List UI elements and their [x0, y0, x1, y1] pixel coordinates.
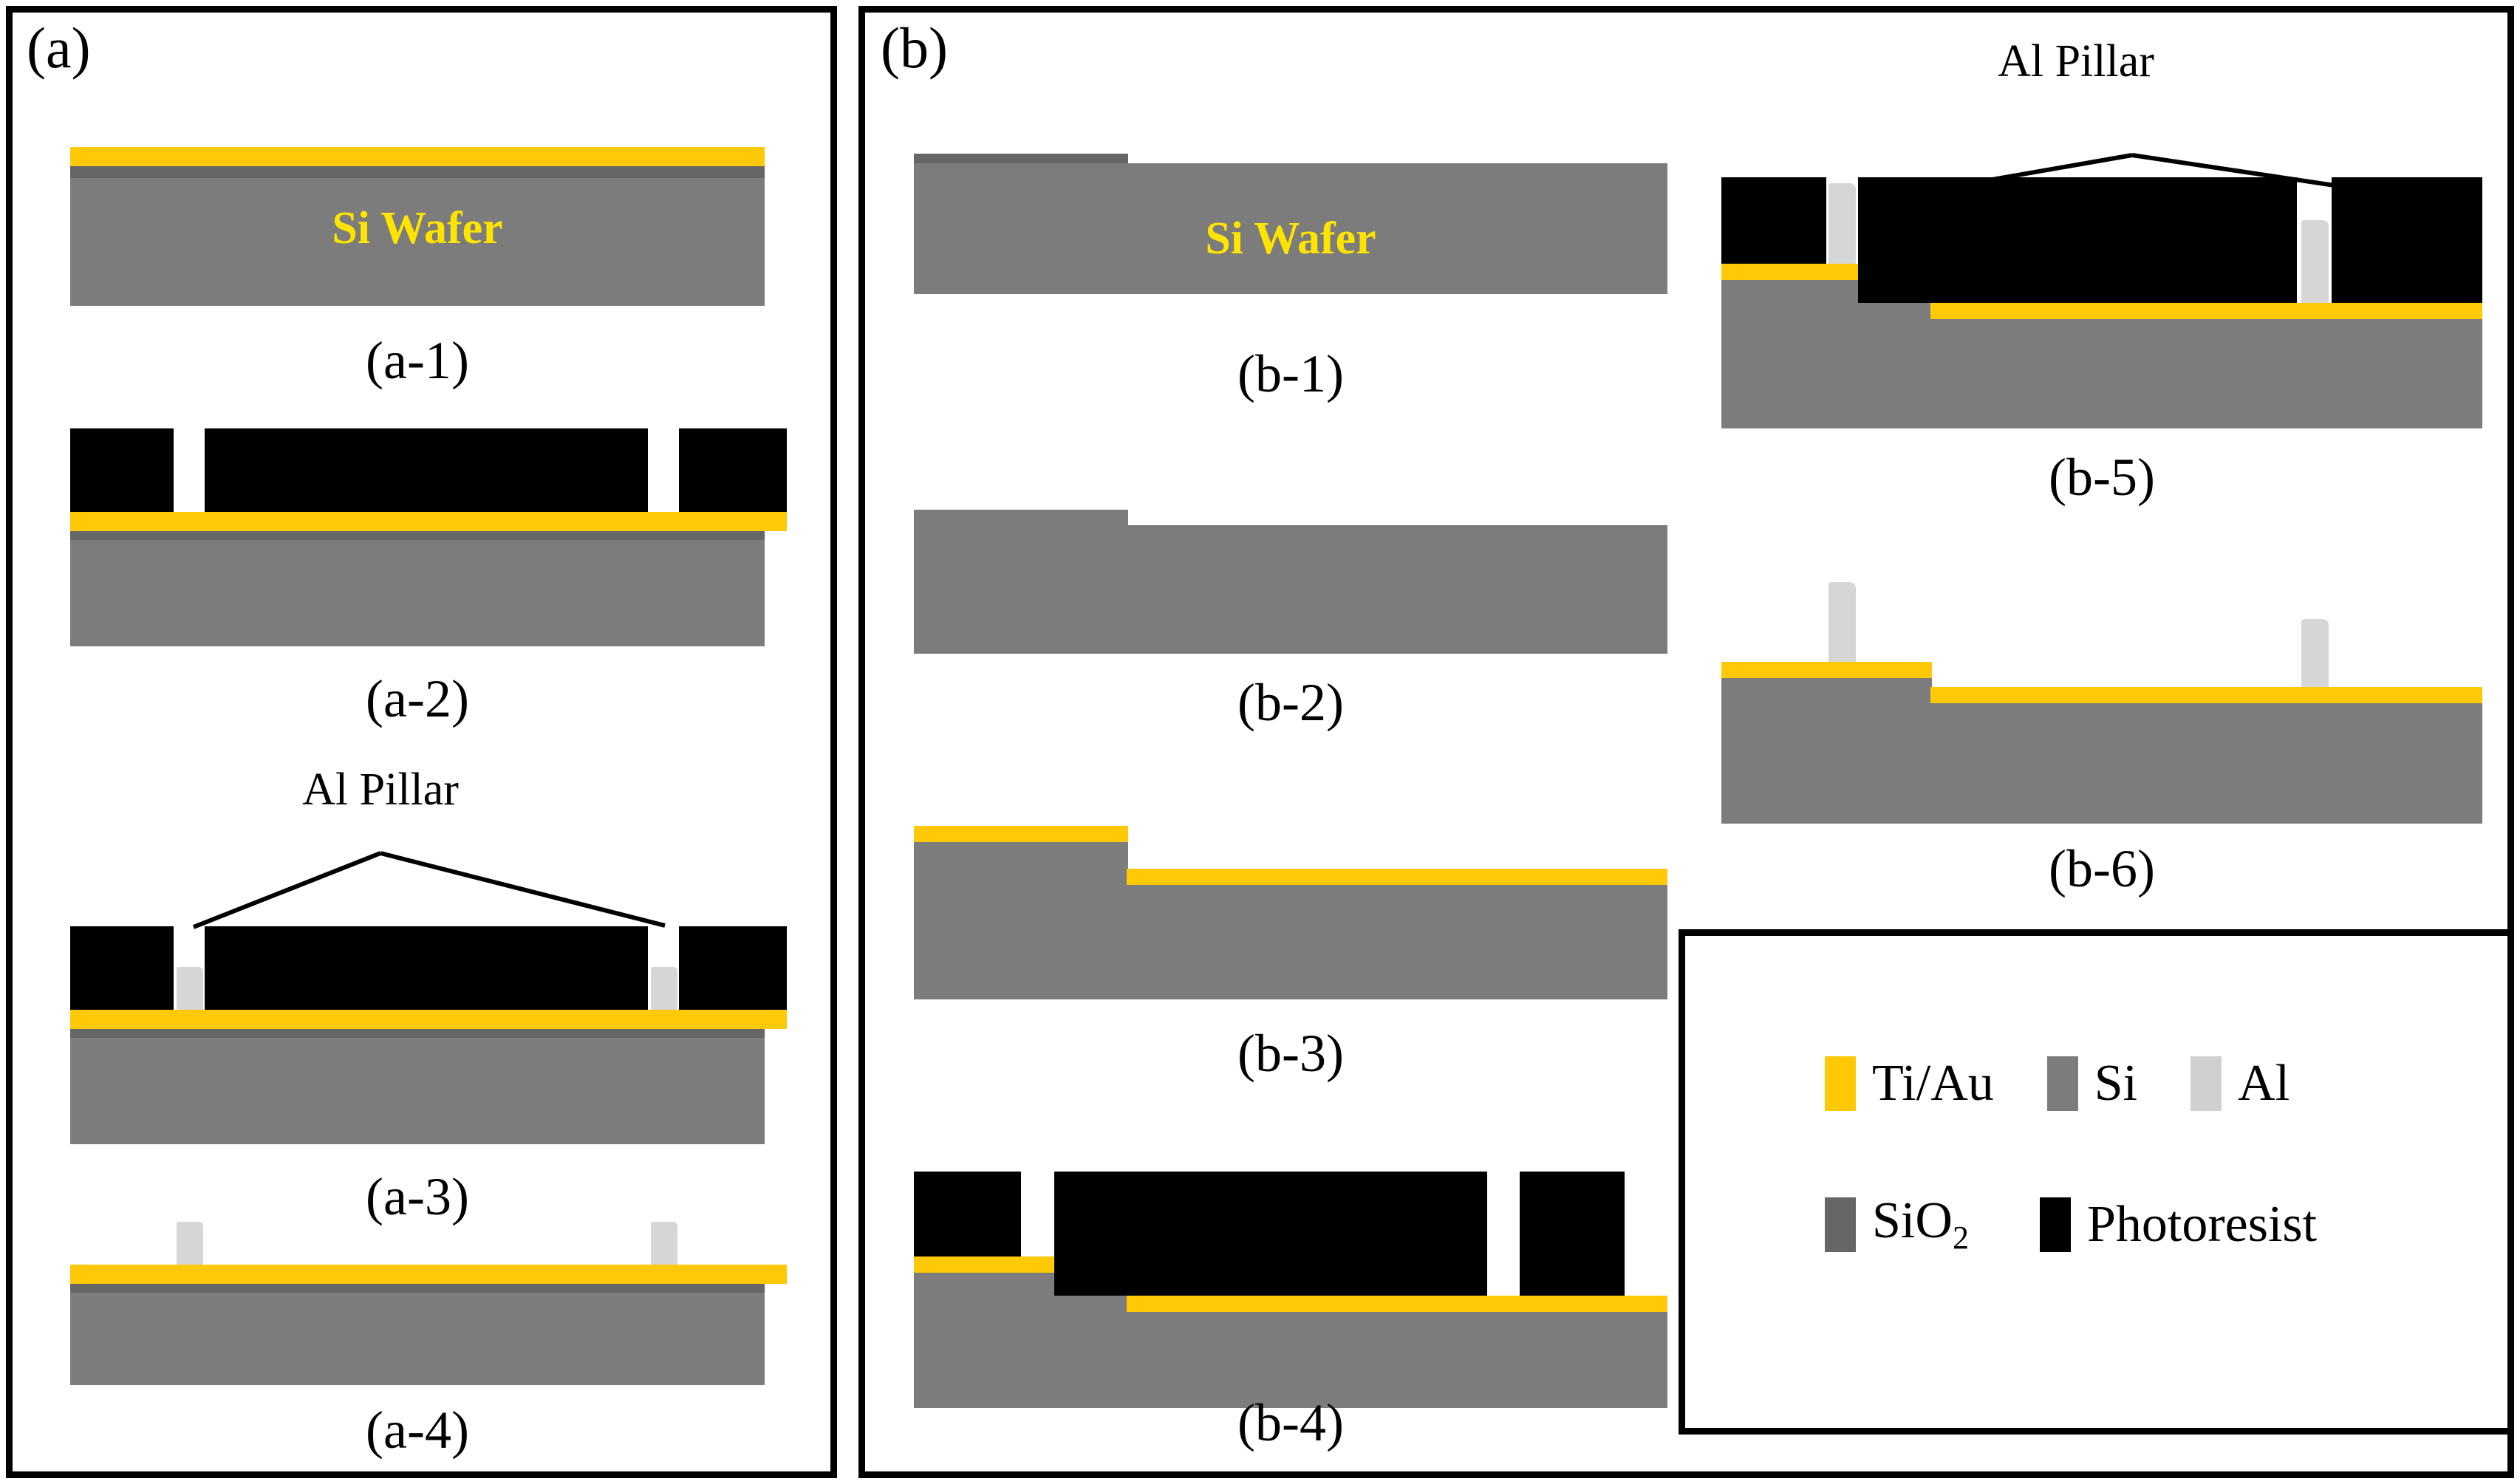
layer-tiau-b3-upper [914, 826, 1128, 842]
stack-a-1 [70, 147, 765, 306]
layer-tiau-b4-lower [1127, 1296, 1667, 1312]
caption-a-4: (a-4) [366, 1401, 469, 1460]
photoresist-block-a3-right [679, 926, 787, 1010]
al-pillar-leader-a3 [192, 851, 666, 929]
layer-tiau-a2 [70, 512, 787, 531]
legend-swatch-sio2 [1825, 1197, 1856, 1252]
photoresist-block-b5-right [2332, 177, 2482, 303]
photoresist-block-a2-center [205, 428, 648, 512]
legend-label-sio2-base: SiO [1872, 1192, 1953, 1249]
stack-a-2 [70, 428, 809, 646]
photoresist-block-b4-left [914, 1172, 1021, 1256]
legend-row-1: Ti/Au Si Al [1825, 1056, 2343, 1111]
layer-si-a4 [70, 1284, 765, 1385]
caption-b-5: (b-5) [2049, 448, 2155, 507]
layer-sio2-a4 [70, 1284, 765, 1293]
legend-item-sio2: SiO2 [1825, 1195, 1969, 1254]
legend-label-sio2: SiO2 [1872, 1195, 1969, 1254]
layer-tiau-b6-lower [1930, 687, 2482, 703]
layer-tiau-a3 [70, 1010, 787, 1029]
si-wafer-label-b1: Si Wafer [1205, 213, 1376, 264]
layer-sio2-b1 [914, 154, 1128, 163]
legend-swatch-photoresist [2039, 1197, 2071, 1252]
layer-sio2-a2 [70, 531, 765, 540]
layer-si-b2-main [914, 525, 1667, 654]
al-pillar-a3-left [177, 967, 203, 1010]
layer-tiau-b3-lower [1127, 869, 1667, 885]
legend-item-si: Si [2046, 1055, 2138, 1112]
si-wafer-label-a1: Si Wafer [332, 203, 503, 253]
al-pillar-b5-right [2301, 220, 2329, 303]
panel-a-letter: (a) [27, 16, 91, 80]
al-pillar-b6-right [2301, 619, 2329, 687]
al-pillar-label-a3: Al Pillar [302, 765, 459, 815]
legend-item-al: Al [2191, 1056, 2289, 1111]
caption-b-4: (b-4) [1237, 1393, 1344, 1452]
caption-b-2: (b-2) [1237, 673, 1344, 732]
layer-tiau-b5-lower [1930, 303, 2482, 319]
photoresist-block-b4-center [1054, 1172, 1487, 1296]
layer-si-b4-main [914, 1312, 1667, 1408]
stack-b-2 [914, 510, 1667, 654]
stack-b-5 [1721, 177, 2482, 428]
layer-si-a2 [70, 531, 765, 646]
layer-tiau-a4 [70, 1265, 787, 1284]
al-pillar-b6-left [1828, 582, 1856, 662]
legend-label-sio2-sub: 2 [1952, 1220, 1969, 1256]
legend-item-tiau: Ti/Au [1825, 1056, 1994, 1111]
panel-b-letter: (b) [881, 16, 948, 80]
legend-frame [1679, 929, 2514, 1435]
stack-b-3 [914, 826, 1667, 999]
layer-si-a3 [70, 1029, 765, 1144]
layer-si-b1-main [914, 163, 1667, 294]
caption-a-2: (a-2) [366, 669, 469, 728]
legend-label-si: Si [2094, 1055, 2138, 1112]
stack-b-1 [914, 154, 1667, 294]
caption-b-3: (b-3) [1237, 1024, 1344, 1083]
legend-swatch-si [2046, 1056, 2078, 1111]
photoresist-block-a2-left [70, 428, 174, 512]
photoresist-block-b5-center [1858, 177, 2297, 303]
caption-b-6: (b-6) [2049, 839, 2155, 898]
stack-b-6 [1721, 582, 2482, 824]
layer-si-b6-main [1721, 703, 2482, 824]
layer-tiau-a1 [70, 147, 765, 166]
stack-a-4 [70, 1219, 809, 1385]
photoresist-block-a3-left [70, 926, 174, 1010]
photoresist-block-a2-right [679, 428, 787, 512]
legend-swatch-tiau [1825, 1056, 1856, 1111]
photoresist-block-a3-center [205, 926, 648, 1010]
al-pillar-a3-right [651, 967, 677, 1010]
layer-sio2-a1 [70, 166, 765, 178]
al-pillar-b5-left [1828, 183, 1856, 264]
legend-label-tiau: Ti/Au [1872, 1055, 1994, 1112]
al-pillar-a4-left [177, 1222, 203, 1265]
photoresist-block-b4-right [1520, 1172, 1625, 1296]
legend-item-photoresist: Photoresist [2039, 1196, 2318, 1253]
legend-label-photoresist: Photoresist [2086, 1196, 2318, 1253]
layer-si-a1 [70, 166, 765, 306]
caption-a-1: (a-1) [366, 331, 469, 390]
legend-row-2: SiO2 Photoresist [1825, 1195, 2370, 1254]
layer-tiau-b6-upper [1721, 662, 1932, 678]
al-pillar-a4-right [651, 1222, 677, 1265]
layer-si-b3-main [914, 885, 1667, 999]
photoresist-block-b5-left [1721, 177, 1826, 264]
layer-si-b5-main [1721, 319, 2482, 428]
layer-sio2-a3 [70, 1029, 765, 1038]
caption-a-3: (a-3) [366, 1167, 469, 1226]
stack-a-3 [70, 926, 809, 1144]
legend-label-al: Al [2238, 1055, 2290, 1112]
al-pillar-label-b5: Al Pillar [1998, 36, 2154, 86]
stack-b-4 [914, 1172, 1667, 1408]
legend-swatch-al [2191, 1056, 2222, 1111]
caption-b-1: (b-1) [1237, 344, 1344, 403]
